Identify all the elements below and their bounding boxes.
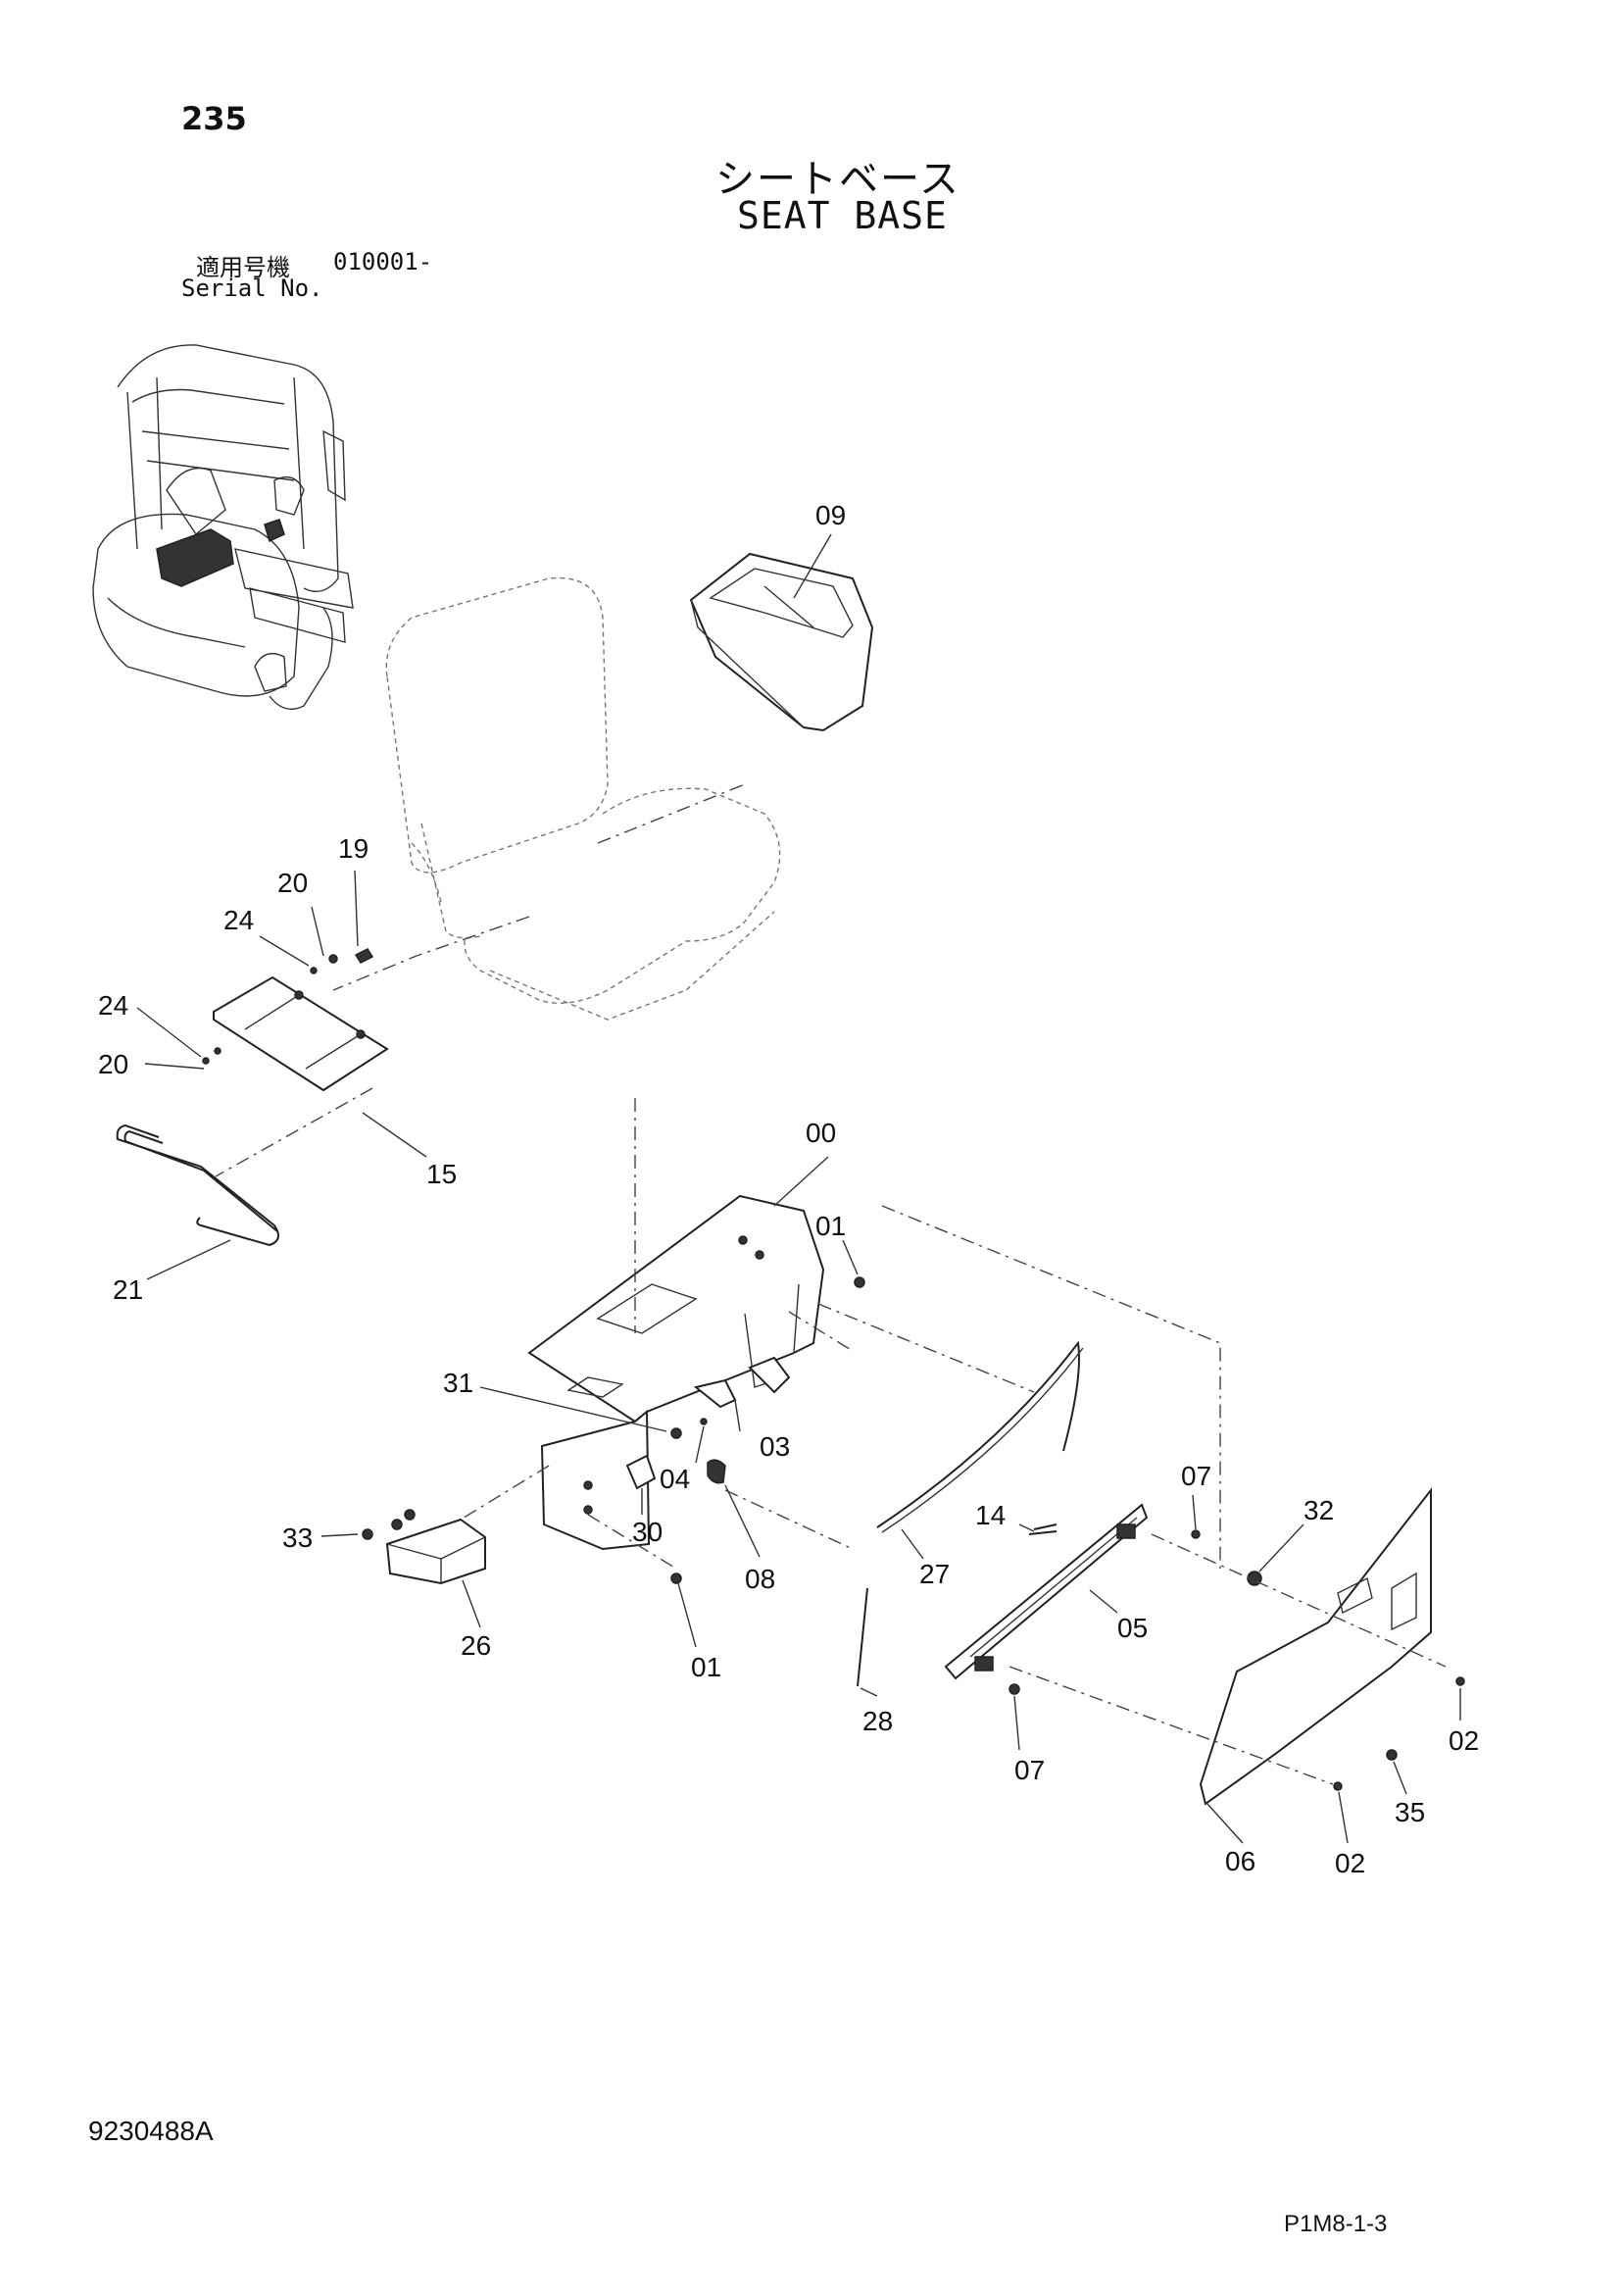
part-09-cover	[689, 552, 874, 732]
serial-label-japanese: 適用号機	[196, 254, 290, 281]
callout-20: 20	[98, 1049, 128, 1079]
leader-lines	[136, 533, 1461, 1844]
part-00-seat-base-frame	[527, 1194, 825, 1551]
page-number: 235	[181, 100, 247, 137]
callout-21: 21	[113, 1274, 143, 1305]
callout-02: 02	[1335, 1848, 1365, 1878]
callout-04: 04	[660, 1464, 690, 1494]
callout-06: 06	[1225, 1846, 1255, 1876]
seat-ghost-outline	[385, 576, 781, 1021]
callout-24: 24	[98, 990, 128, 1021]
callout-26: 26	[461, 1630, 491, 1661]
fastener-set-upper	[202, 948, 374, 1065]
part-26-block	[362, 1509, 486, 1585]
callout-07: 07	[1014, 1755, 1045, 1785]
callout-20: 20	[277, 868, 308, 898]
callout-33: 33	[282, 1522, 313, 1553]
callout-05: 05	[1117, 1613, 1148, 1643]
page-title-japanese: シートベース	[715, 157, 960, 202]
callout-08: 08	[745, 1564, 775, 1594]
assembly-lines	[215, 783, 1447, 1785]
callout-02: 02	[1449, 1725, 1479, 1756]
part-15-plate	[213, 975, 389, 1092]
small-brackets	[625, 1276, 865, 1584]
part-21-rod	[116, 1123, 279, 1247]
callout-09: 09	[815, 500, 846, 530]
callout-00: 00	[806, 1118, 836, 1148]
serial-number-value: 010001-	[333, 248, 433, 275]
callout-35: 35	[1395, 1797, 1425, 1827]
callout-24: 24	[223, 905, 254, 935]
callout-32: 32	[1303, 1495, 1334, 1525]
callout-01: 01	[691, 1652, 721, 1682]
callout-14: 14	[975, 1500, 1006, 1530]
serial-label: Serial No.	[181, 275, 323, 302]
parts-27-28-strips	[857, 1340, 1084, 1687]
callout-30: 30	[632, 1517, 663, 1547]
figure-id: P1M8-1-3	[1284, 2211, 1388, 2237]
callout-01: 01	[815, 1211, 846, 1241]
page-title: SEAT BASE	[737, 194, 948, 237]
callout-labels: 09 19 20 24 24 20 15 21 00 01 31 03 04 3…	[98, 500, 1479, 1878]
callout-07: 07	[1181, 1461, 1211, 1491]
document-id: 9230488A	[88, 2116, 214, 2146]
callout-28: 28	[862, 1706, 893, 1736]
callout-27: 27	[919, 1559, 950, 1589]
callout-19: 19	[338, 833, 369, 864]
callout-15: 15	[426, 1159, 457, 1189]
callout-03: 03	[760, 1431, 790, 1462]
callout-31: 31	[443, 1368, 473, 1398]
part-05-rail	[944, 1503, 1201, 1695]
cab-overview-illustration	[92, 344, 354, 710]
part-06-side-cover	[1199, 1487, 1465, 1806]
